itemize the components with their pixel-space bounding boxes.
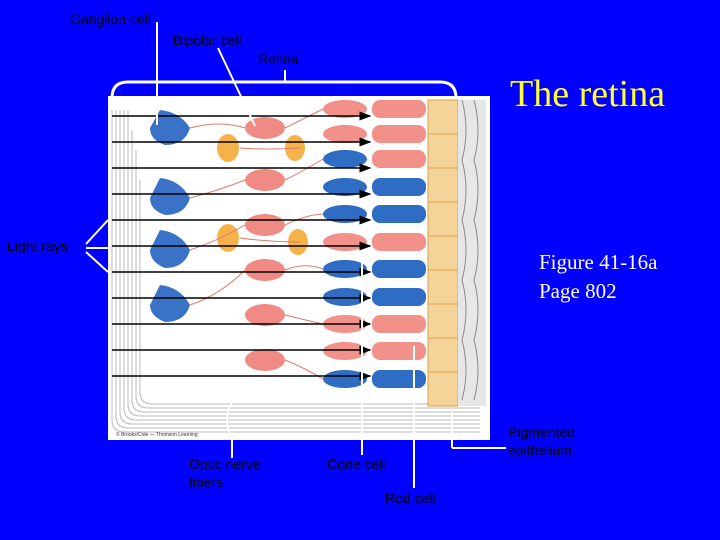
cone-cell — [372, 178, 426, 196]
rod-cell — [372, 125, 426, 143]
light-rays-leader-1 — [85, 219, 109, 245]
photoreceptor-outer-segments — [372, 100, 426, 388]
light-ray-arrows — [112, 111, 372, 381]
bipolar-leader — [217, 47, 256, 127]
pigmented-epithelium-label-line1: Pigmented — [508, 424, 575, 440]
cone-cell — [372, 370, 426, 388]
pigmented-epithelium-layer — [427, 99, 486, 407]
leader-lines — [85, 22, 506, 488]
optic-nerve-fibers — [111, 110, 480, 433]
rod-cell — [372, 342, 426, 360]
cone-cell — [372, 205, 426, 223]
optic-nerve-fibers-label-line2: fibers — [189, 474, 224, 490]
rod-cell — [372, 315, 426, 333]
rod-cell — [372, 233, 426, 251]
pigmented-epithelium-label-line2: epithelium — [508, 442, 572, 458]
optic-nerve-fibers-label-line1: Optic nerve — [189, 456, 261, 472]
page-number: Page 802 — [539, 279, 617, 303]
slide-title: The retina — [510, 73, 666, 115]
cone-cell-label: Cone cell — [327, 456, 386, 472]
figure-number: Figure 41-16a — [539, 250, 658, 274]
light-rays-leader-3 — [85, 251, 109, 273]
retina-label: Retina — [258, 51, 299, 67]
copyright-notice: © Brooks/Cole — Thomson Learning — [116, 432, 198, 438]
ganglion-cells — [150, 110, 190, 322]
rod-cell — [372, 150, 426, 168]
retina-bracket — [110, 80, 458, 99]
figure-reference: Figure 41-16a Page 802 — [539, 248, 657, 306]
cone-cell — [372, 260, 426, 278]
optic-nerve-bracket — [226, 401, 233, 439]
bipolar-cell-label: Bipolar cell — [173, 32, 242, 48]
rod-cell-label: Rod cell — [385, 490, 436, 506]
rod-cell — [372, 100, 426, 118]
ganglion-cell-label: Ganglion cell — [70, 11, 151, 27]
cone-cell — [372, 288, 426, 306]
light-rays-label: Light rays — [7, 238, 68, 254]
